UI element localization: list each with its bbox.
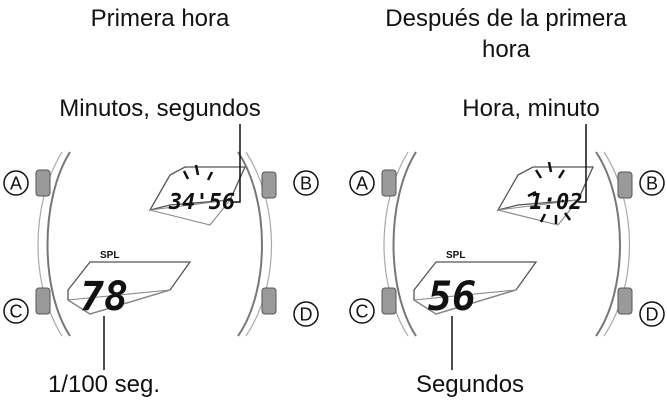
blink-tick: [539, 213, 547, 223]
button-d-label: D: [646, 305, 659, 325]
button-b-label: B: [646, 174, 658, 194]
blink-tick: [534, 169, 543, 179]
mode-label-spl: SPL: [446, 250, 465, 261]
panel-title-after-first-hour-line1: Después de la primera: [385, 5, 627, 32]
panel-title-first-hour: Primera hora: [91, 5, 230, 32]
mode-label-spl: SPL: [100, 250, 119, 261]
button-d-label: D: [300, 305, 313, 325]
watch-case-right-arc: [595, 151, 621, 337]
watch-case-right-arc: [237, 151, 263, 337]
upper-display-digits-after-first-hour: 1:02: [530, 190, 583, 215]
lower-display-digits-after-first-hour: 56: [428, 274, 476, 320]
button-b-crown: [617, 171, 633, 199]
blink-tick: [563, 212, 572, 221]
leader-hour-minute: [578, 124, 587, 203]
button-d-crown: [617, 287, 633, 315]
blink-tick: [206, 171, 214, 181]
upper-display-digits-first-hour: 34'56: [168, 190, 235, 215]
button-c-label: C: [356, 302, 369, 322]
upper-display-first-hour: 34'56: [148, 164, 247, 226]
button-c-crown: [35, 287, 51, 315]
watch-case-left-arc: [392, 151, 417, 337]
button-a-crown: [381, 169, 397, 197]
callout-seconds: Segundos: [416, 371, 524, 398]
blink-tick: [194, 164, 200, 176]
upper-display-after-first-hour: 1:02: [496, 161, 595, 226]
button-b-crown: [261, 171, 277, 199]
blink-tick: [557, 169, 566, 179]
blink-tick: [182, 170, 190, 180]
callout-minutes-seconds: Minutos, segundos: [59, 95, 260, 122]
callout-hour-minute: Hora, minuto: [462, 95, 599, 122]
button-c-label: C: [10, 302, 23, 322]
button-c-crown: [381, 287, 397, 315]
lower-display-first-hour: SPL 78: [66, 250, 192, 320]
panel-title-after-first-hour-line2: hora: [482, 36, 531, 63]
callout-hundredths: 1/100 seg.: [48, 371, 160, 398]
panel-after-first-hour: Después de la primera hora Hora, minuto …: [349, 5, 665, 398]
button-a-label: A: [356, 174, 368, 194]
button-a-crown: [35, 169, 51, 197]
blink-tick: [547, 161, 553, 173]
button-b-label: B: [300, 174, 312, 194]
lower-display-after-first-hour: SPL 56: [412, 250, 538, 320]
blink-tick: [527, 190, 537, 198]
button-a-label: A: [10, 174, 22, 194]
lower-display-digits-first-hour: 78: [80, 274, 128, 320]
panel-first-hour: Primera hora Minutos, segundos A C B D 3…: [3, 5, 319, 398]
leader-minutes-seconds: [232, 124, 241, 203]
button-d-crown: [261, 287, 277, 315]
watch-case-left-arc: [46, 151, 71, 337]
